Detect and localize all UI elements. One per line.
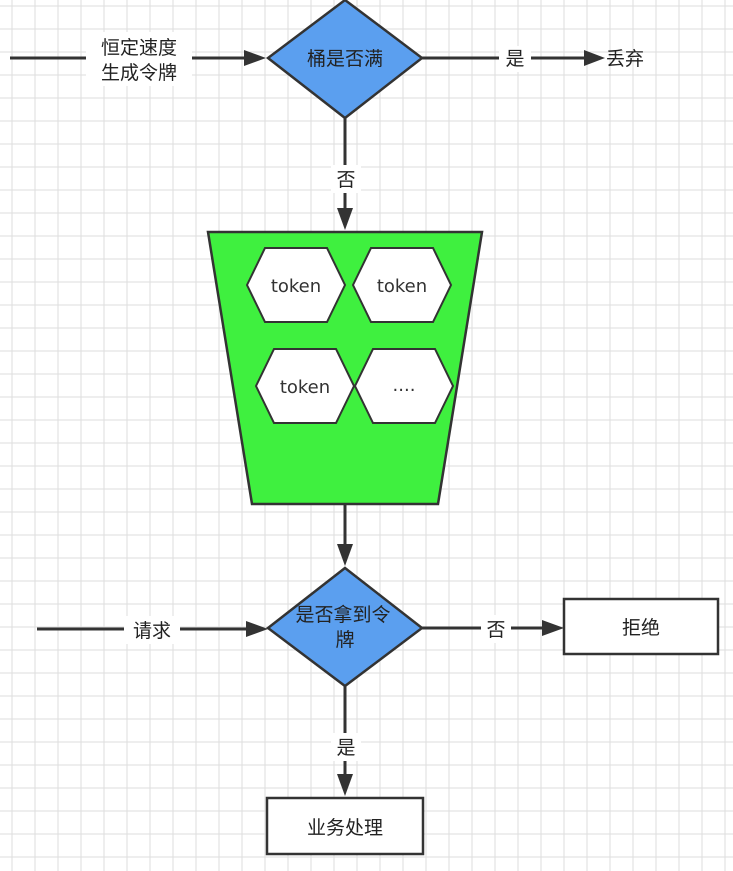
- full-yes-label: 是: [505, 48, 524, 70]
- has-token-arrowhead: [337, 774, 353, 796]
- token-hexagon-4: [353, 348, 455, 424]
- bucket-full-decision-text: 桶是否满: [307, 48, 383, 70]
- request-label-bg: [124, 616, 180, 644]
- full-yes-label-bg: [499, 46, 531, 72]
- full-no-label: 否: [336, 169, 355, 191]
- request-label: 请求: [133, 620, 171, 642]
- got-token-decision: [265, 566, 425, 688]
- no-token-label: 否: [486, 619, 505, 641]
- full-no-arrowhead: [337, 208, 353, 230]
- token-label-3: token: [280, 377, 330, 398]
- token-hexagon-2: [351, 247, 453, 323]
- bucket-output-arrowhead: [337, 544, 353, 566]
- no-token-arrowhead: [542, 620, 564, 636]
- full-yes-arrowhead: [584, 50, 605, 66]
- reject-box: [562, 597, 720, 656]
- generate-label-line2: 生成令牌: [101, 62, 177, 84]
- discard-label: 丢弃: [606, 48, 644, 70]
- full-no-label-bg: [331, 165, 361, 193]
- request-input-arrowhead: [246, 621, 268, 637]
- has-token-label-bg: [331, 733, 361, 761]
- got-token-decision-line1: 是否拿到令: [295, 603, 390, 626]
- got-token-decision-line2: 牌: [335, 629, 354, 651]
- no-token-label-bg: [481, 615, 511, 643]
- business-process-box: [265, 796, 425, 856]
- generate-input-arrowhead: [244, 50, 266, 66]
- business-process-label: 业务处理: [307, 817, 383, 839]
- generate-label-bg: [86, 32, 192, 86]
- token-label-4: ....: [393, 375, 416, 396]
- token-label-2: token: [377, 276, 427, 297]
- reject-label: 拒绝: [622, 617, 660, 639]
- generate-label-line1: 恒定速度: [101, 37, 177, 59]
- has-token-label: 是: [336, 737, 355, 759]
- token-label-1: token: [271, 276, 321, 297]
- token-hexagon-1: [245, 247, 347, 323]
